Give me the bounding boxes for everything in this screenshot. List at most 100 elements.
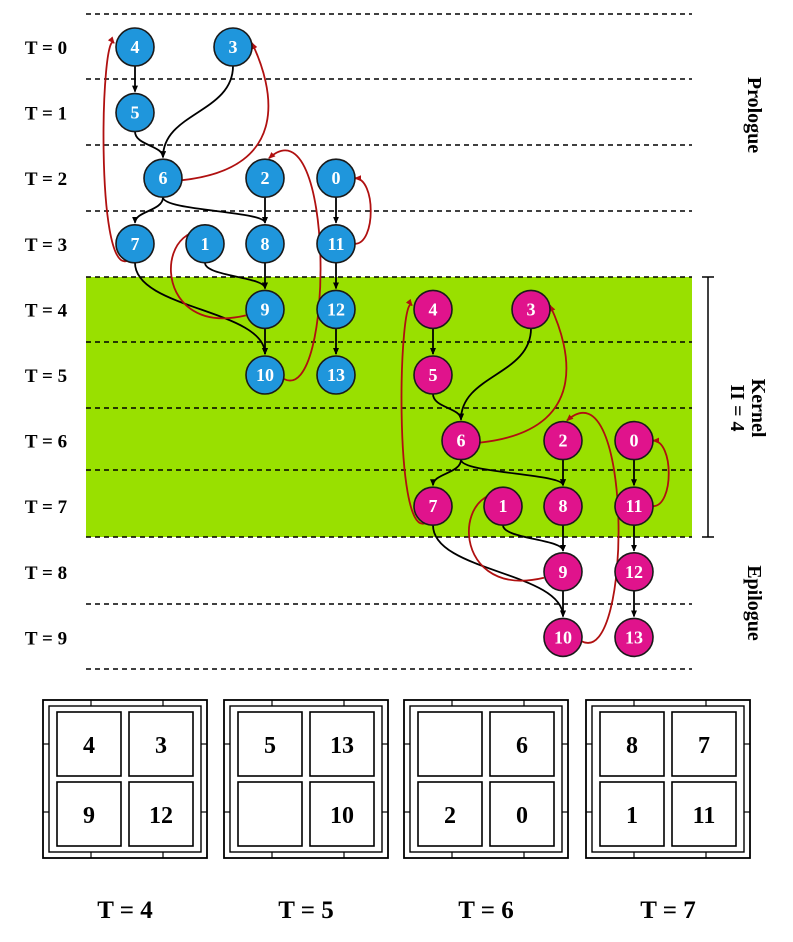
node-circle [245, 224, 285, 264]
node-circle [413, 486, 453, 527]
node-circle [543, 420, 583, 461]
data-edge [458, 328, 532, 421]
node-label: 12 [625, 562, 643, 582]
dfg-node: 13 [316, 355, 356, 395]
pe-cell-op: 10 [330, 803, 354, 829]
time-label: T = 2 [25, 169, 67, 190]
node-label: 10 [256, 365, 274, 385]
node-circle [543, 617, 583, 658]
time-label: T = 5 [25, 366, 67, 387]
pe-cell-op: 3 [155, 733, 167, 759]
pe-cell-op: 13 [330, 733, 354, 759]
time-axis: T = 0T = 1T = 2T = 3T = 4T = 5T = 6T = 7… [25, 38, 68, 649]
dfg-node: 5 [115, 92, 155, 133]
node-label: 13 [327, 365, 345, 385]
node-circle [614, 617, 654, 658]
time-label: T = 8 [25, 563, 67, 584]
pe-cell-op: 6 [516, 733, 528, 759]
pe-cell-op: 11 [693, 803, 716, 829]
node-circle [245, 355, 285, 395]
node-label: 12 [327, 299, 345, 319]
pe-array-time-label: T = 6 [458, 897, 513, 924]
data-edge [160, 65, 234, 159]
node-label: 2 [261, 168, 270, 188]
node-label: 9 [261, 299, 270, 319]
dfg-node: 1 [483, 486, 523, 527]
pe-cell-op: 8 [626, 733, 638, 759]
pe-cell [599, 781, 665, 847]
data-edge [430, 459, 462, 487]
pe-cell [671, 781, 737, 847]
node-circle [245, 158, 285, 198]
dfg-node: 4 [115, 27, 155, 67]
dfg-node: 6 [143, 158, 183, 198]
dfg-node: 6 [441, 420, 481, 461]
node-label: 4 [429, 299, 438, 319]
recurrence-edge [181, 42, 270, 182]
node-label: 7 [131, 234, 140, 254]
node-circle [185, 224, 225, 264]
data-edge [460, 459, 566, 487]
pe-cell [489, 781, 555, 847]
pe-cell [128, 781, 194, 847]
dfg-node: 7 [413, 486, 453, 527]
data-edge [204, 262, 268, 290]
node-label: 11 [625, 496, 642, 516]
pe-array-inner [409, 705, 563, 853]
node-label: 8 [261, 234, 270, 254]
recurrence-edge [354, 175, 372, 245]
pe-array-inner [229, 705, 383, 853]
epilogue-label: Epilogue [743, 565, 765, 641]
dfg-node: 11 [316, 224, 356, 264]
pe-cell [309, 781, 375, 847]
node-circle [614, 420, 654, 461]
node-label: 5 [429, 365, 438, 385]
node-label: 8 [559, 496, 568, 516]
node-label: 10 [554, 627, 572, 647]
node-circle [316, 355, 356, 395]
node-label: 1 [201, 234, 210, 254]
dfg-node: 13 [614, 617, 654, 658]
dfg-node: 2 [543, 420, 583, 461]
dfg-node: 1 [185, 224, 225, 264]
recurrence-edge [652, 437, 670, 508]
dfg-node: 10 [245, 355, 285, 395]
pe-cell-op: 2 [444, 803, 456, 829]
ii-label: II = 4 [726, 385, 748, 432]
time-label: T = 4 [25, 300, 68, 321]
node-circle [213, 27, 253, 67]
time-label: T = 1 [25, 104, 67, 125]
time-label: T = 3 [25, 235, 67, 256]
recurrence-edge [479, 304, 568, 444]
data-edge [134, 262, 268, 355]
kernel-label: Kernel [747, 379, 769, 438]
dfg-node: 7 [115, 224, 155, 264]
time-label: T = 0 [25, 38, 67, 59]
data-edge [132, 197, 164, 224]
dfg-node: 2 [245, 158, 285, 198]
node-label: 2 [559, 431, 568, 451]
pe-cell [237, 711, 303, 777]
node-label: 3 [527, 299, 536, 319]
node-label: 7 [429, 496, 438, 516]
node-circle [115, 27, 155, 67]
node-label: 3 [229, 37, 238, 57]
recurrence-edge [102, 36, 128, 262]
pe-cell [599, 711, 665, 777]
node-circle [143, 158, 183, 198]
pe-cell-op: 7 [698, 733, 710, 759]
node-circle [316, 224, 356, 264]
node-label: 11 [327, 234, 344, 254]
node-circle [483, 486, 523, 527]
pe-cell [128, 711, 194, 777]
pe-cell [489, 711, 555, 777]
pe-cell [671, 711, 737, 777]
data-edge [162, 196, 268, 224]
time-label: T = 6 [25, 432, 67, 453]
pe-cell-op: 5 [264, 733, 276, 759]
dfg-node: 4 [413, 289, 453, 330]
